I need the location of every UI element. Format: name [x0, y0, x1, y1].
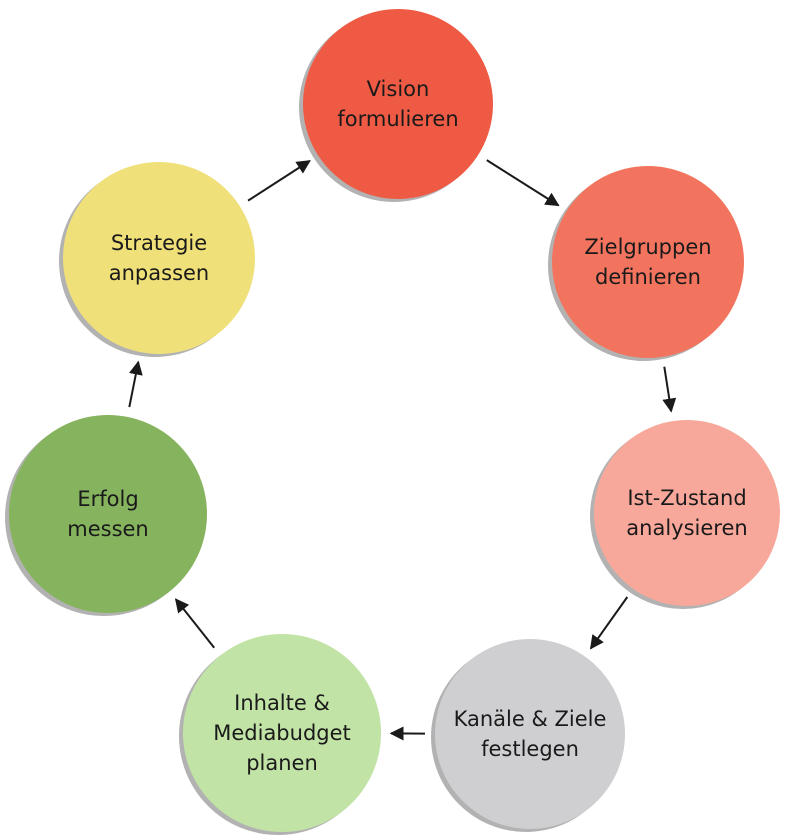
node-zielgruppen: Zielgruppen definieren [548, 166, 744, 361]
node-label-line: festlegen [481, 737, 579, 761]
node-circle [63, 162, 255, 354]
node-circle [9, 415, 207, 613]
node-circle [303, 9, 493, 199]
edges-layer [128, 159, 677, 741]
node-inhalte: Inhalte & Mediabudget planen [179, 634, 381, 835]
node-strategie: Strategie anpassen [59, 162, 255, 357]
node-label-line: Zielgruppen [584, 235, 711, 259]
node-circle [183, 634, 381, 832]
node-circle [552, 166, 744, 358]
node-label-line: Kanäle & Ziele [454, 707, 607, 731]
node-label-line: Strategie [111, 231, 207, 255]
node-label-line: messen [67, 517, 149, 541]
node-label-line: planen [246, 751, 318, 775]
node-label-line: Ist-Zustand [627, 486, 746, 510]
node-label-line: analysieren [626, 516, 747, 540]
arrow-ist-zustand-to-kanaele [589, 596, 629, 650]
node-circle [435, 639, 625, 829]
node-ist-zustand: Ist-Zustand analysieren [590, 420, 780, 609]
node-vision: Vision formulieren [299, 9, 493, 202]
node-circle [594, 420, 780, 606]
arrow-zielgruppen-to-ist-zustand [662, 366, 677, 413]
arrow-strategie-to-vision [247, 160, 311, 202]
node-label-line: Inhalte & [234, 691, 330, 715]
node-label-line: anpassen [109, 261, 210, 285]
arrow-inhalte-to-erfolg [174, 598, 215, 649]
node-kanaele: Kanäle & Ziele festlegen [431, 639, 625, 832]
arrow-vision-to-zielgruppen [486, 159, 560, 207]
node-erfolg: Erfolg messen [5, 415, 207, 616]
arrow-erfolg-to-strategie [128, 360, 143, 408]
node-label-line: formulieren [337, 107, 458, 131]
node-label-line: Mediabudget [213, 721, 351, 745]
node-label-line: definieren [595, 265, 701, 289]
node-label-line: Vision [367, 77, 430, 101]
node-label-line: Erfolg [77, 487, 138, 511]
